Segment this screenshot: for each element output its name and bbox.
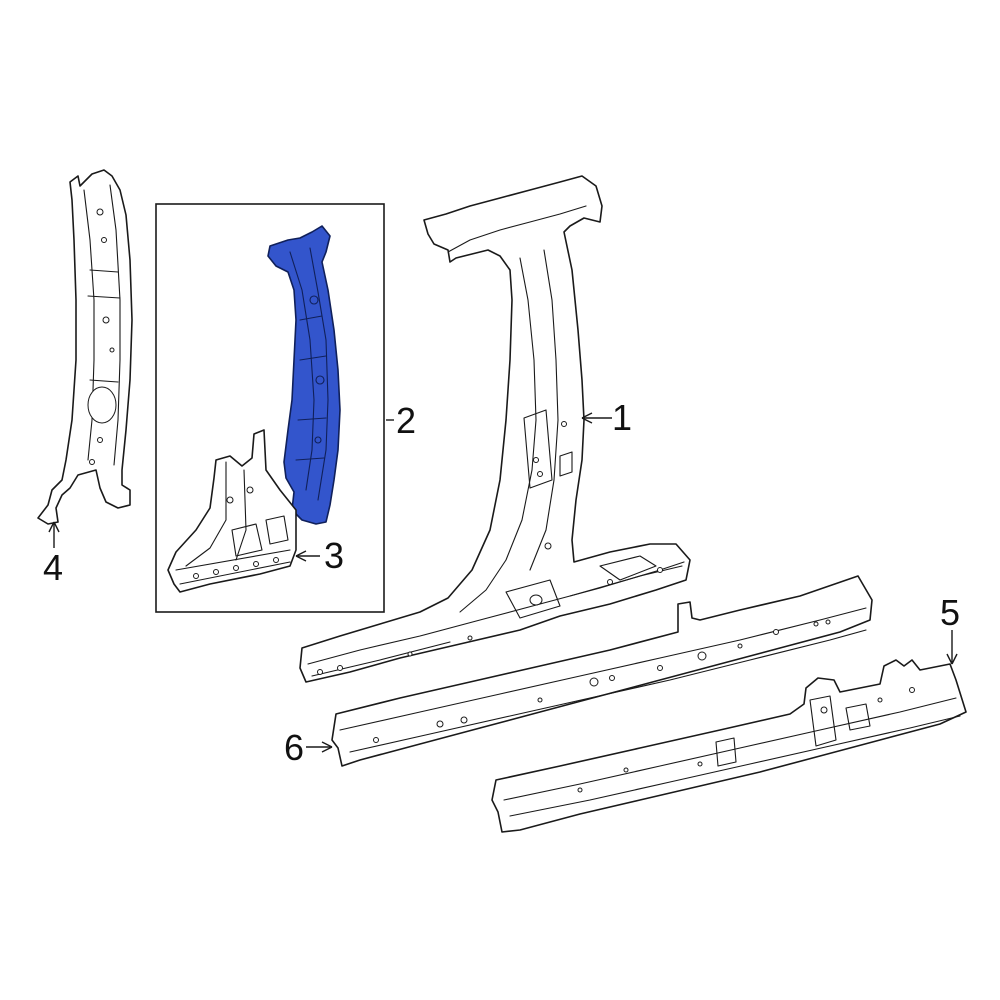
callout-2: 2 (396, 400, 416, 441)
callout-1: 1 (612, 397, 632, 438)
part-6-rocker-reinforcement[interactable] (331, 575, 873, 767)
callout-5: 5 (940, 592, 960, 633)
part-3-lower-reinforcement[interactable] (167, 429, 297, 593)
leader-5-arrow (946, 653, 958, 665)
callout-6: 6 (284, 727, 304, 768)
part-4-inner-pillar[interactable] (37, 169, 133, 525)
leader-4-arrow (48, 521, 60, 533)
callout-leaders (48, 412, 958, 753)
inset-frame (155, 203, 385, 613)
part-5-rocker-inner[interactable] (491, 659, 967, 833)
leader-3-arrow (295, 550, 307, 562)
part-1-center-pillar[interactable] (299, 175, 691, 683)
callout-3: 3 (324, 535, 344, 576)
leader-1-arrow (581, 412, 593, 424)
part-2-pillar-reinforcement[interactable] (267, 225, 341, 525)
callout-4: 4 (43, 547, 63, 588)
leader-6-arrow (321, 741, 333, 753)
